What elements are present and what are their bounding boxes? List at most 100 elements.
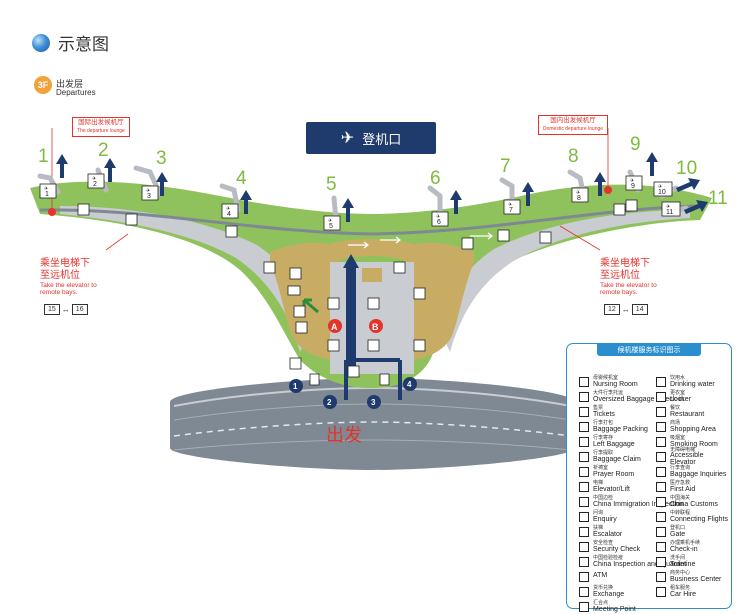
enquiry-icon (579, 511, 589, 522)
legend-label-en: Accessible Elevator (670, 452, 704, 466)
legend-label-en: Security Check (593, 545, 641, 553)
gate-sign: ✈5 (323, 215, 341, 231)
legend-label-en: Baggage Inquiries (670, 470, 727, 478)
legend-label-cn: 登机口 (670, 525, 686, 531)
legend-label-en: Left Baggage (593, 440, 635, 448)
legend-label-en: Tickets (593, 410, 615, 418)
legend-label-en: Car Hire (670, 590, 697, 598)
bridge-number: 2 (98, 140, 109, 161)
gate-banner: ✈ 登机口 (306, 122, 436, 154)
legend-label-en: Shopping Area (670, 425, 716, 433)
legend-label-en: Oversized Baggage Check-in (593, 395, 685, 403)
legend-label-en: Baggage Packing (593, 425, 648, 433)
entrance-number: 3 (371, 398, 376, 407)
toilet-icon (125, 213, 138, 226)
meeting-point-icon (579, 601, 589, 612)
elevator-icon (579, 481, 589, 492)
gate-sign: ✈10 (653, 181, 673, 197)
legend-label-cn: 行李提取 (593, 450, 614, 456)
legend-label-en: Check-in (670, 545, 698, 553)
car-hire-icon (656, 586, 666, 597)
legend-label-en: China Inspection and Quarantine (593, 560, 696, 568)
legend-label-en: Prayer Room (593, 470, 635, 478)
legend-label-en: Meeting Point (593, 605, 636, 613)
svg-text:9: 9 (631, 183, 635, 190)
baggage-inquiries-icon (656, 466, 666, 477)
legend-label-cn: 行李打包 (593, 420, 614, 426)
svg-text:✈: ✈ (630, 178, 634, 184)
legend-label-cn: 中国边检 (593, 495, 614, 501)
check-in-icon (656, 541, 666, 552)
svg-text:✈: ✈ (44, 186, 48, 192)
gate-sign: ✈1 (39, 183, 57, 199)
domestic-lounge-marker (604, 186, 612, 194)
departure-road (170, 378, 575, 470)
locker-icon (393, 261, 406, 274)
svg-text:✈: ✈ (436, 214, 440, 220)
legend-title: 候机楼服务标识图示 (597, 343, 701, 356)
legend-label-cn: 扶梯 (593, 525, 604, 531)
zone-label: B (372, 322, 379, 332)
legend-label-en: Connecting Flights (670, 515, 728, 523)
svg-text:✈: ✈ (666, 204, 670, 210)
meeting-point-icon (289, 357, 302, 370)
legend-label-en: Gate (670, 530, 686, 538)
legend-label-cn: 办理乘机手续 (670, 540, 701, 546)
svg-text:✈: ✈ (92, 176, 96, 182)
bridge-number: 5 (326, 174, 337, 195)
gate-signs: ✈1 ✈2 ✈3 ✈4 ✈5 ✈6 ✈7 ✈8 ✈9 ✈10 ✈11 (39, 173, 681, 231)
nursing-room-icon (579, 376, 589, 387)
gate-sign: ✈4 (221, 203, 239, 219)
locker-icon (656, 391, 666, 402)
gate-icon (656, 526, 666, 537)
svg-text:✈: ✈ (658, 184, 662, 190)
floor-name-cn: 出发层 (56, 79, 84, 89)
check-in-icon (327, 339, 340, 352)
restaurant-icon (656, 406, 666, 417)
remote-bays-left: 15 ↔ 16 (44, 304, 88, 315)
legend-label-en: Drinking water (670, 380, 715, 388)
remote-bay-number: 15 (44, 304, 60, 315)
legend-label-cn: 货币兑换 (593, 585, 614, 591)
bridge-number: 4 (236, 168, 247, 189)
legend-label-cn: 祈祷室 (593, 465, 609, 471)
gate-sign: ✈11 (661, 201, 681, 217)
svg-text:2: 2 (93, 181, 97, 188)
remote-bay-number: 14 (631, 304, 648, 315)
security-check-icon (293, 305, 306, 318)
svg-text:1: 1 (45, 191, 49, 198)
shopping-icon (289, 267, 302, 280)
legend-label-en: Business Center (670, 575, 722, 583)
bridge-number: 6 (430, 168, 441, 189)
oversized-baggage-icon (579, 391, 589, 402)
remote-bays-right: 12 ↔ 14 (604, 304, 648, 315)
restaurant-icon (263, 261, 276, 274)
entrance-number: 4 (407, 380, 412, 389)
legend-label-cn: 中国海关 (670, 495, 691, 501)
legend-label-cn: 大件行李托运 (593, 390, 624, 396)
legend-label-en: Enquiry (593, 515, 617, 523)
restaurant-icon (413, 287, 426, 300)
svg-text:✈: ✈ (328, 218, 332, 224)
legend-label-en: Baggage Claim (593, 455, 641, 463)
svg-text:7: 7 (509, 207, 513, 214)
toilet-icon (613, 203, 626, 216)
